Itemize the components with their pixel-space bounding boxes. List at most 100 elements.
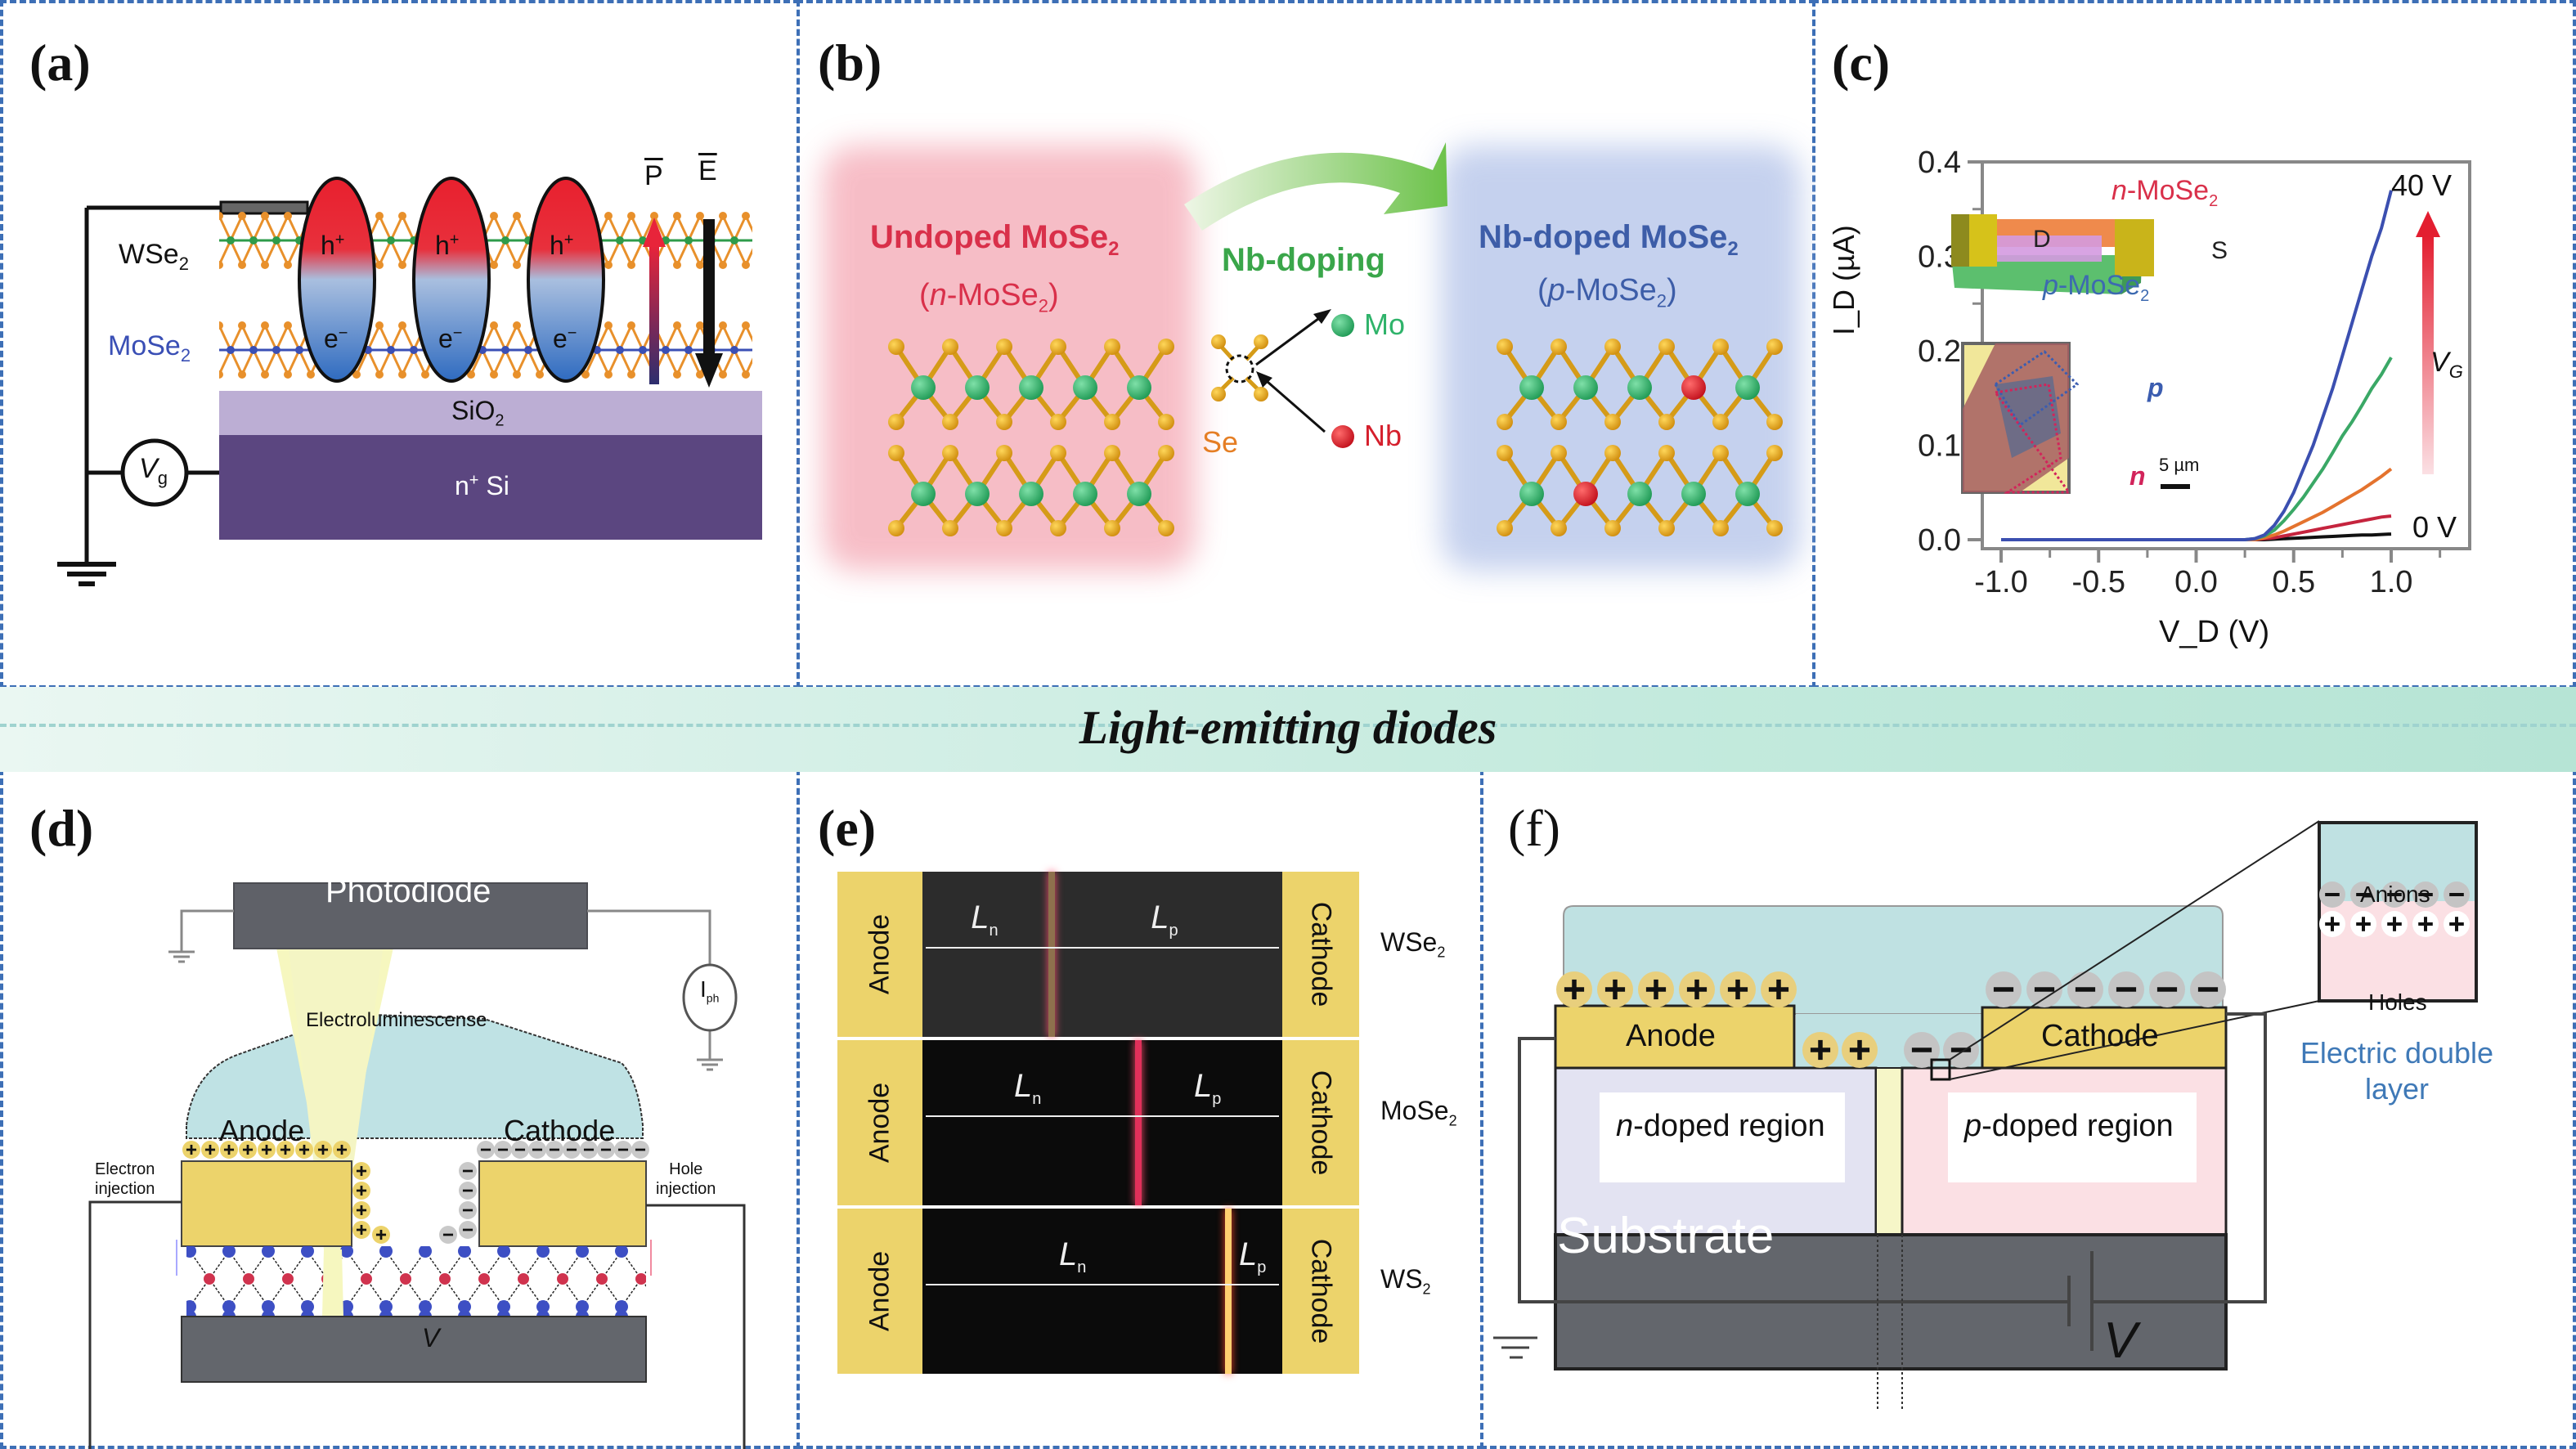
doped-title-text: Nb-doped MoSe xyxy=(1479,219,1728,255)
exciton-2 xyxy=(412,177,491,383)
electron-injection-line2: injection xyxy=(95,1180,155,1198)
panel-f-diagram xyxy=(1493,820,2478,1411)
mo-atom xyxy=(1735,375,1760,400)
panel-c-label: (c) xyxy=(1832,34,1891,92)
electron-e: e xyxy=(438,324,453,353)
sio2-layer xyxy=(219,391,762,435)
inset-drain: D xyxy=(2033,226,2051,253)
panel-e-label: (e) xyxy=(818,799,877,857)
undoped-lattice xyxy=(888,339,1174,536)
se-atom xyxy=(888,445,904,461)
x-tick-label: -0.5 xyxy=(2072,565,2125,599)
mo-atom xyxy=(1573,375,1598,400)
emission-line xyxy=(1225,1209,1232,1374)
se-atom xyxy=(888,414,904,430)
cathode-strip-label: Cathode xyxy=(1305,1238,1337,1344)
cathode-strip-label: Cathode xyxy=(1305,1070,1337,1176)
anode-strip xyxy=(837,1209,922,1374)
inset-p-sub: 2 xyxy=(2140,286,2150,305)
mo-atom xyxy=(1681,482,1706,506)
se-atom xyxy=(888,520,904,536)
mo-atom xyxy=(1519,482,1544,506)
banner-divider xyxy=(0,724,2576,727)
y-axis-title-text: I_D (µA) xyxy=(1827,225,1860,335)
se-atom xyxy=(1497,339,1513,355)
anode-strip-label: Anode xyxy=(864,913,895,995)
y-tick-label: 0.1 xyxy=(1918,429,1961,464)
se-atom xyxy=(1658,339,1675,355)
anode-strip xyxy=(837,872,922,1037)
legend-nb: Nb xyxy=(1364,419,1402,452)
mo-atom xyxy=(1735,482,1760,506)
label-n-si-n: n xyxy=(455,471,469,500)
emission-image xyxy=(922,872,1282,1037)
micrograph-inset xyxy=(1961,342,2190,494)
doped-type-open: ( xyxy=(1537,273,1548,307)
se-atom xyxy=(1551,445,1567,461)
doped-type-close: ) xyxy=(1666,273,1677,307)
se-atom xyxy=(1050,339,1066,355)
photodiode-box xyxy=(233,882,588,949)
iph-meter-icon xyxy=(682,963,738,1032)
se-atom xyxy=(1497,445,1513,461)
inset-p-text: -MoSe xyxy=(2058,270,2141,301)
panel-b-diagram xyxy=(823,142,1801,571)
lp-label: Lp xyxy=(1194,1068,1222,1108)
cathode-strip xyxy=(1282,1040,1359,1205)
micro-n-label: n xyxy=(2129,461,2146,491)
hole-sup: + xyxy=(334,231,345,249)
hole-injection-line1: Hole xyxy=(669,1160,703,1178)
cathode-electrode xyxy=(478,1160,647,1247)
se-atom xyxy=(1497,414,1513,430)
inset-n-it: n xyxy=(2112,175,2127,206)
length-arrow xyxy=(926,1284,1279,1285)
undoped-type-n: n xyxy=(929,278,947,312)
panel-d-diagram xyxy=(88,882,746,1449)
label-n-si: n+ Si xyxy=(455,471,509,501)
anode-electrode xyxy=(181,1160,352,1247)
substitution-diagram xyxy=(1211,309,1354,448)
mo-atom xyxy=(1627,375,1652,400)
ln-label: Ln xyxy=(971,899,999,940)
se-atom xyxy=(1766,414,1783,430)
label-sio2-sub: 2 xyxy=(495,411,505,430)
e-vector-label: E xyxy=(698,155,717,186)
se-atom xyxy=(1604,339,1621,355)
legend-se: Se xyxy=(1202,425,1239,459)
se-atom xyxy=(942,520,958,536)
x-tick-label: -1.0 xyxy=(1974,565,2027,599)
device-inset xyxy=(1951,214,2154,294)
label-wse2-text: WSe xyxy=(119,239,179,270)
mo-atom xyxy=(1627,482,1652,506)
inset-p-mose2: p-MoSe2 xyxy=(2043,270,2149,306)
bias-circuit xyxy=(1518,1012,2267,1303)
iph-label: Iph xyxy=(700,976,719,1005)
series-line-40V xyxy=(2001,190,2393,541)
doped-type-p: p xyxy=(1547,273,1565,307)
emission-line xyxy=(1048,872,1056,1037)
se-atom xyxy=(1104,339,1120,355)
bias-circuit xyxy=(88,1200,746,1449)
se-atom xyxy=(1766,520,1783,536)
el-images: Anode Cathode Ln Lp WSe2 Anode Cathode L… xyxy=(837,872,1457,1374)
hole-sup: + xyxy=(449,231,460,249)
edl-inset xyxy=(2318,821,2478,1003)
se-atom xyxy=(996,520,1012,536)
electron-label-2: e− xyxy=(438,324,462,354)
n-region-it: n xyxy=(1616,1109,1634,1143)
mo-atom xyxy=(1019,375,1043,400)
vg-arrow-icon xyxy=(2422,236,2434,474)
electroluminescence-label: Electroluminescense xyxy=(306,1009,487,1031)
label-n-si-sup: + xyxy=(469,471,479,490)
el-row: Anode Cathode Ln Lp WS2 xyxy=(837,1209,1431,1374)
tmd-lattice xyxy=(186,1246,646,1317)
wire-top xyxy=(84,205,222,564)
anode-strip-label: Anode xyxy=(864,1250,895,1332)
undoped-type-sub: 2 xyxy=(1038,295,1048,316)
inset-n-mose2: n-MoSe2 xyxy=(2112,175,2218,211)
se-atom xyxy=(1158,339,1174,355)
label-vg-sub: g xyxy=(157,467,168,488)
f-cathode-label: Cathode xyxy=(2041,1019,2159,1053)
